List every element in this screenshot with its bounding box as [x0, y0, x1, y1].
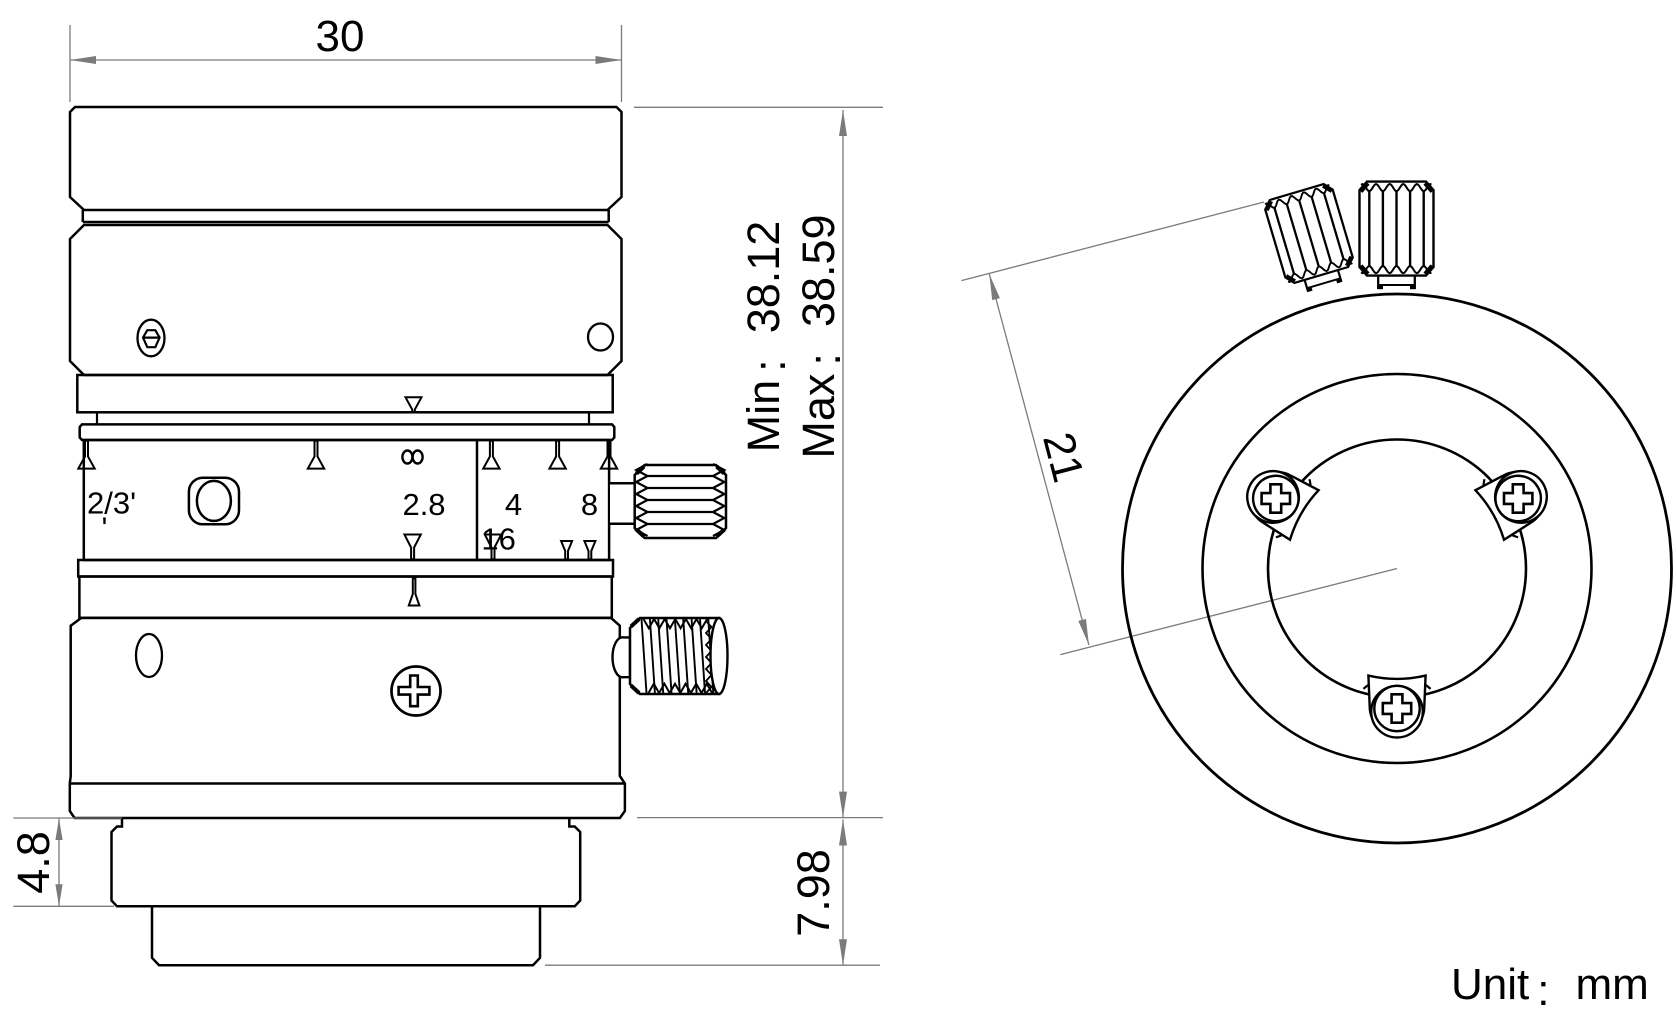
- svg-text:8: 8: [581, 487, 598, 522]
- svg-text:7.98: 7.98: [788, 849, 839, 937]
- svg-text:2/3': 2/3': [87, 486, 136, 521]
- svg-text:4: 4: [505, 487, 522, 522]
- svg-text:16: 16: [481, 521, 515, 556]
- svg-text:30: 30: [316, 12, 365, 61]
- svg-text:': ': [102, 511, 108, 546]
- svg-text:4.8: 4.8: [8, 831, 59, 894]
- svg-text:2.8: 2.8: [402, 487, 445, 522]
- svg-text:21: 21: [1033, 427, 1093, 487]
